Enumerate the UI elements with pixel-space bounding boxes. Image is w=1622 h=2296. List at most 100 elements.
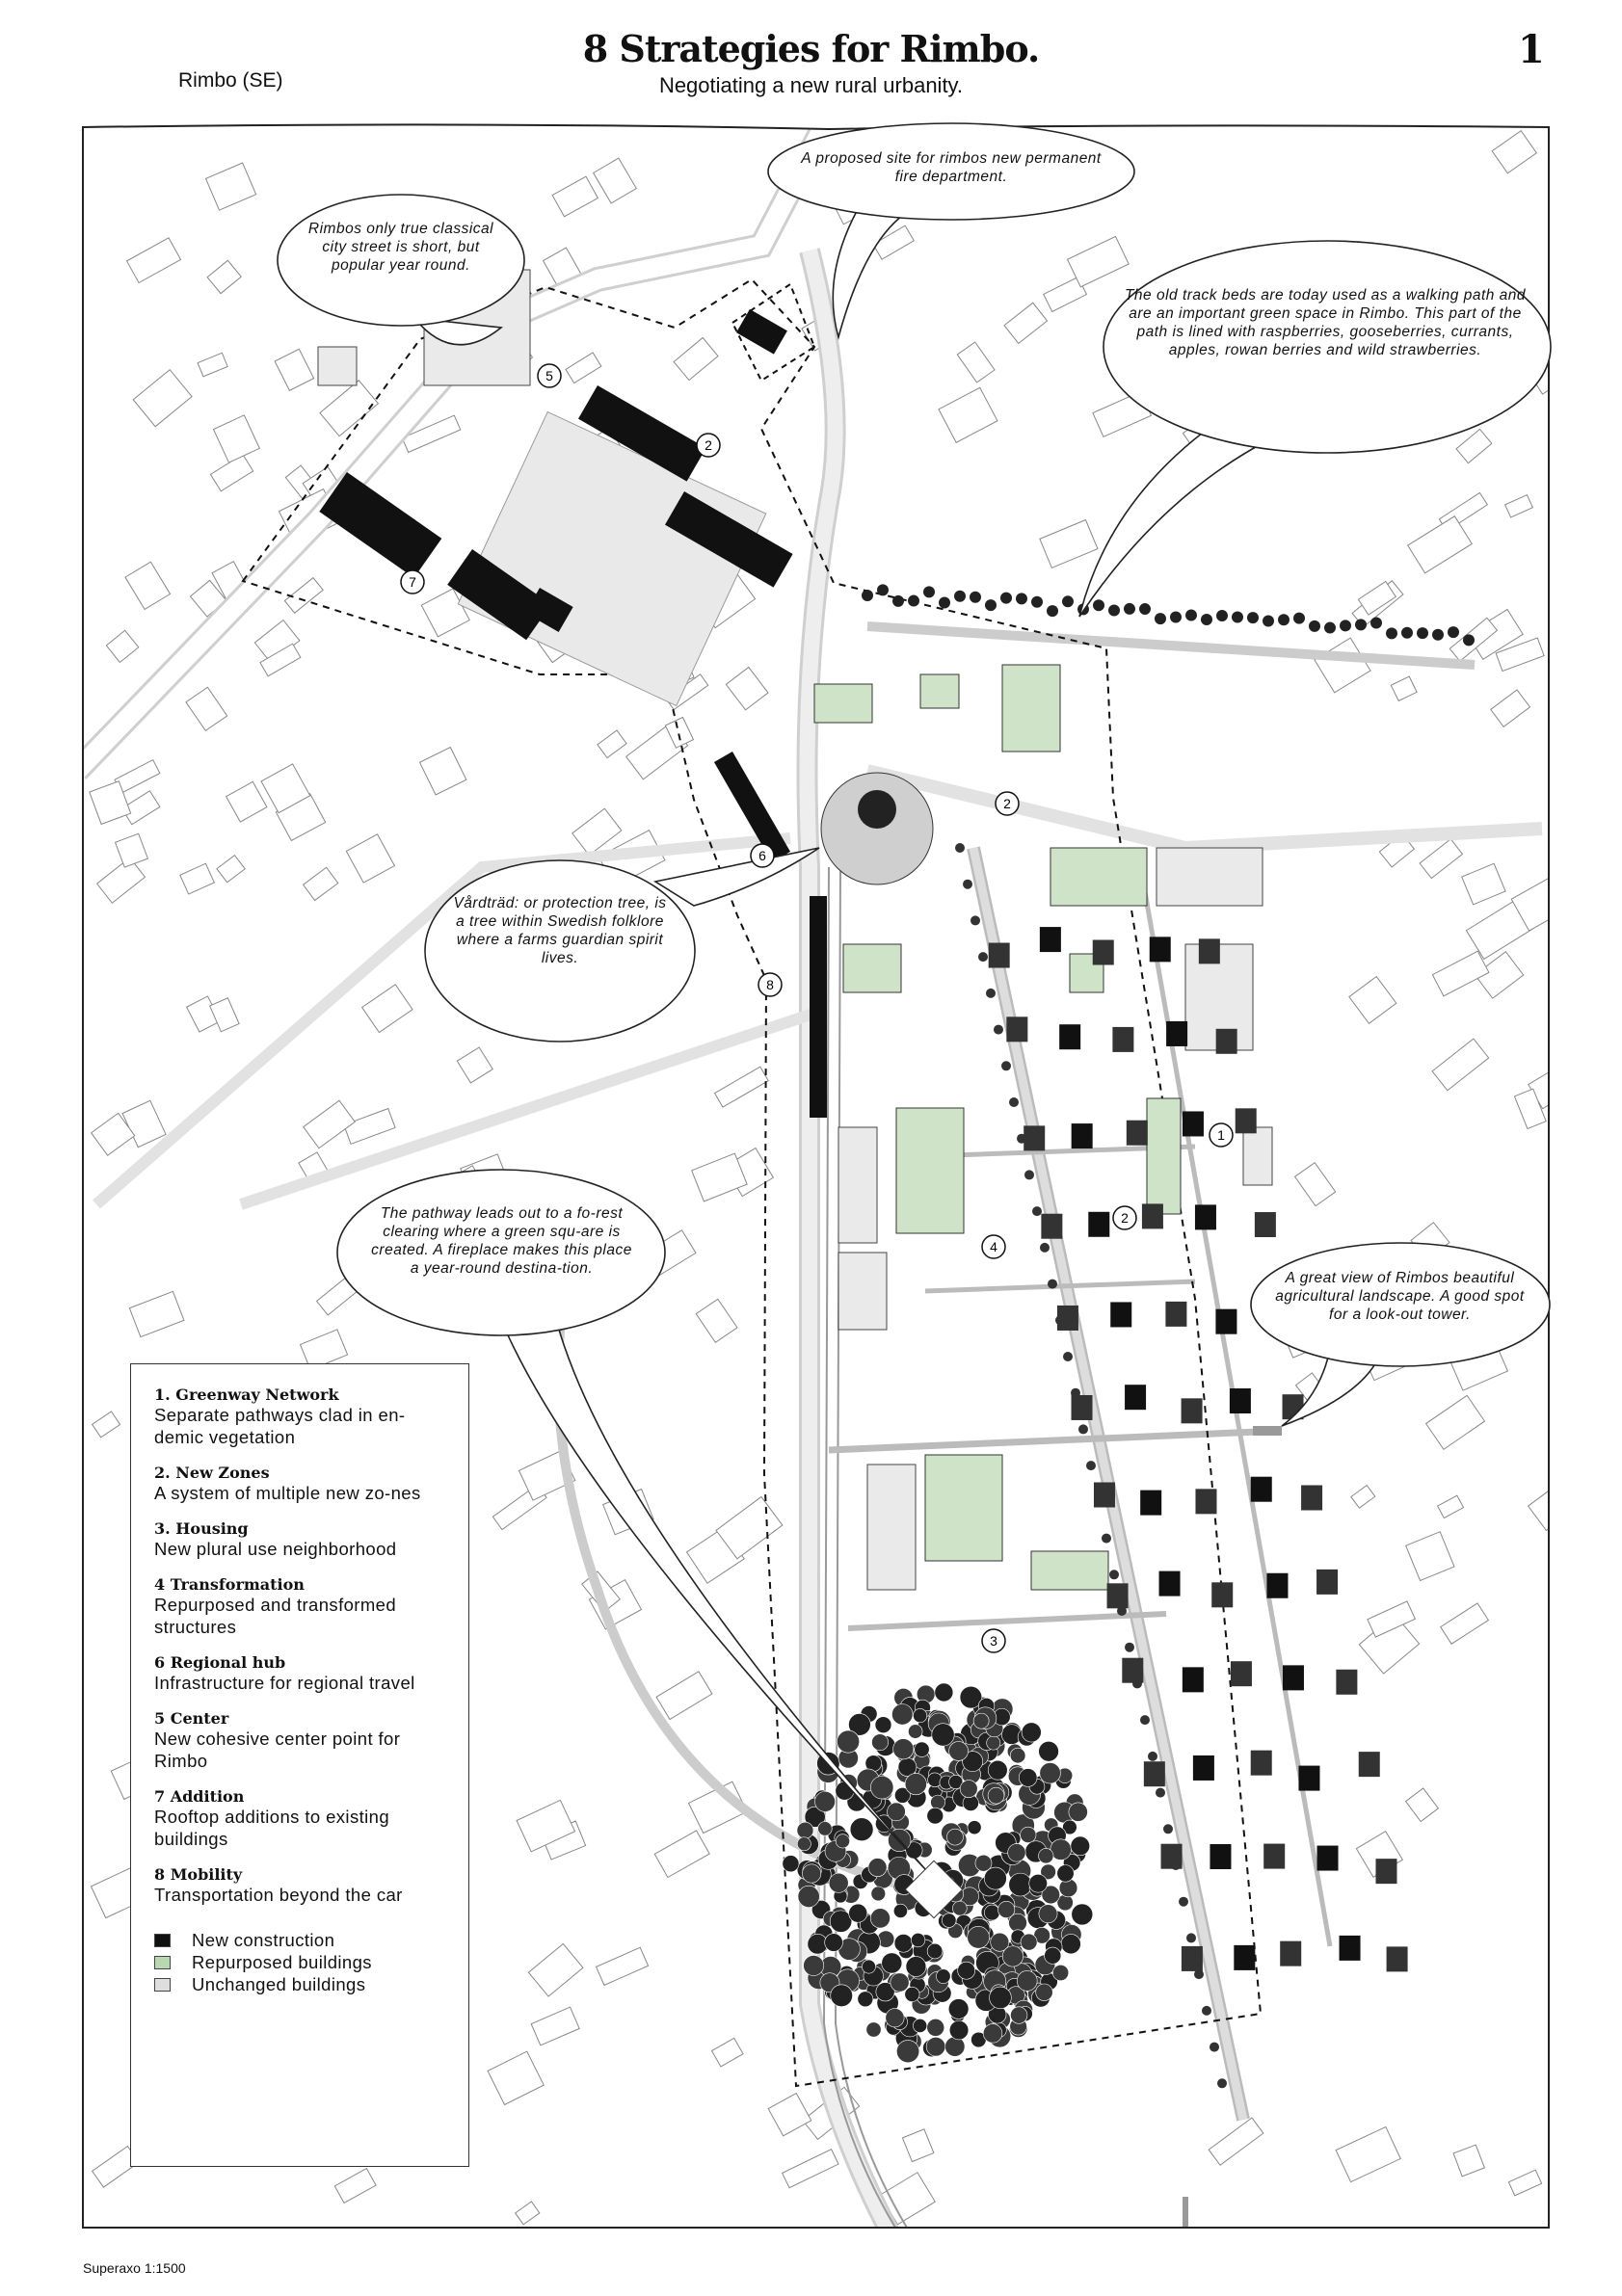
housing-unit	[1071, 1123, 1093, 1149]
tree	[1018, 1768, 1038, 1787]
tree	[862, 589, 873, 601]
existing-building	[260, 763, 311, 814]
tree	[835, 1834, 850, 1849]
existing-building	[527, 1942, 584, 1997]
tree	[1293, 612, 1305, 624]
strategy-marker: 7	[400, 569, 425, 594]
tree	[1044, 1946, 1062, 1965]
existing-building	[725, 666, 769, 711]
forest-clearing	[782, 1682, 1094, 2064]
tree	[797, 1885, 820, 1908]
existing-building	[456, 1046, 493, 1084]
existing-building	[691, 1152, 748, 1202]
existing-building	[204, 162, 257, 211]
existing-building	[1527, 1490, 1549, 1532]
existing-building	[565, 352, 602, 384]
unchanged-building	[838, 1126, 878, 1244]
housing-unit	[1215, 1028, 1237, 1054]
page-subtitle: Negotiating a new rural urbanity.	[658, 73, 964, 97]
tree	[1156, 1787, 1165, 1798]
existing-building	[179, 862, 215, 895]
tree	[930, 1794, 945, 1810]
existing-building	[91, 1411, 121, 1438]
tree	[925, 2037, 946, 2057]
tree	[870, 1776, 894, 1800]
tree	[1048, 1279, 1057, 1289]
legend-item-heading: 8 Mobility	[154, 1865, 243, 1884]
tree	[904, 1773, 927, 1796]
tree	[890, 1972, 910, 1993]
tree	[796, 1821, 814, 1839]
repurposed-building	[1050, 847, 1148, 907]
existing-building	[1404, 1787, 1440, 1823]
tree	[926, 1807, 944, 1825]
repurposed-swatch	[154, 1955, 171, 1969]
marker-number: 2	[1121, 1210, 1129, 1226]
legend-item-heading: 2. New Zones	[154, 1464, 270, 1482]
housing-unit	[1112, 1026, 1134, 1052]
repurposed-building	[1001, 664, 1061, 752]
tree	[891, 1703, 914, 1726]
tree	[1024, 1170, 1034, 1180]
tree	[1021, 1722, 1042, 1743]
tree	[1132, 1678, 1142, 1689]
tree	[848, 1713, 871, 1736]
existing-building	[283, 576, 324, 614]
existing-building	[1039, 518, 1099, 569]
existing-building	[1424, 1394, 1486, 1450]
housing-unit	[1198, 938, 1220, 964]
tree	[797, 1836, 811, 1852]
tree	[1010, 2006, 1028, 2024]
tree	[1040, 1863, 1056, 1880]
tree	[1102, 1533, 1111, 1544]
tree	[971, 915, 980, 926]
tree	[1041, 1885, 1060, 1905]
housing-unit	[1126, 1120, 1148, 1146]
tree	[984, 1866, 1007, 1890]
existing-building	[1510, 875, 1549, 932]
existing-building	[1504, 493, 1534, 518]
tree	[1179, 1896, 1188, 1907]
existing-building	[1507, 2169, 1543, 2197]
tree	[1370, 617, 1382, 629]
existing-building	[597, 729, 627, 759]
tree	[1001, 1061, 1011, 1071]
tree	[1340, 620, 1351, 632]
legend-key-new: New construction	[154, 1929, 468, 1951]
tree	[948, 1741, 969, 1761]
tree	[939, 596, 950, 609]
existing-building	[1474, 951, 1525, 999]
legend-key-label: Unchanged buildings	[192, 1974, 366, 1994]
tree	[913, 2018, 928, 2033]
tree	[905, 1841, 923, 1860]
strategy-marker: 6	[750, 843, 775, 868]
callout-city-street: Rimbos only true classical city street i…	[307, 221, 494, 274]
legend-item-heading: 6 Regional hub	[154, 1653, 286, 1672]
housing-unit	[1182, 1111, 1204, 1137]
new-building	[577, 385, 706, 482]
unchanged-building	[838, 1252, 888, 1331]
existing-building	[514, 2201, 541, 2226]
tree	[962, 1751, 984, 1772]
tree	[904, 1986, 920, 2002]
tree	[893, 1934, 914, 1953]
tree	[1016, 1970, 1038, 1992]
housing-unit	[1165, 1301, 1187, 1327]
housing-unit	[1298, 1765, 1320, 1791]
existing-building	[1208, 2117, 1264, 2166]
legend-item-description: Infrastructure for regional travel	[154, 1673, 415, 1693]
callout-fire-department: A proposed site for rimbos new permanent…	[801, 150, 1102, 185]
existing-building	[1491, 130, 1538, 174]
tree	[946, 1828, 964, 1846]
tree	[1093, 599, 1104, 612]
tree	[1039, 1762, 1061, 1784]
existing-building	[1513, 1088, 1547, 1130]
unchanged-swatch	[154, 1977, 171, 1992]
tree	[1009, 1747, 1026, 1764]
housing-unit	[1106, 1583, 1129, 1609]
existing-building	[655, 1671, 713, 1721]
housing-unit	[1234, 1944, 1256, 1970]
